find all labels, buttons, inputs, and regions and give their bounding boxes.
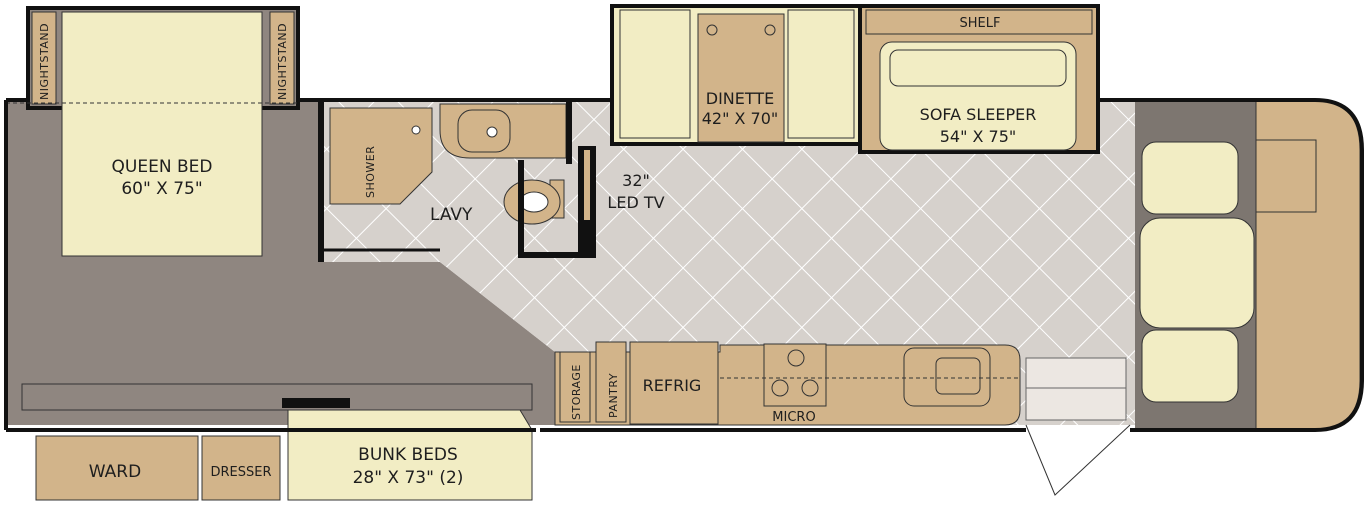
passenger-seat — [1141, 329, 1239, 403]
nightstand-left — [31, 11, 57, 105]
pantry — [595, 341, 627, 423]
tv-size-label: 32" — [622, 171, 650, 190]
lower-cabinet-band — [21, 383, 533, 411]
storage-label: STORAGE — [570, 364, 583, 420]
queen-bed-label: QUEEN BED — [112, 157, 213, 177]
bunk-beds — [287, 409, 533, 501]
sofa-label: SOFA SLEEPER — [920, 105, 1037, 124]
queen-bed-size: 60" X 75" — [121, 179, 202, 199]
tv-label: LED TV — [607, 193, 664, 212]
dinette-size: 42" X 70" — [702, 109, 779, 128]
cooktop — [763, 343, 827, 407]
refrig-label: REFRIG — [643, 376, 702, 395]
shelf — [865, 9, 1093, 35]
exterior-wall — [6, 98, 1364, 432]
dresser — [201, 435, 281, 501]
wardrobe-label: WARD — [89, 462, 141, 482]
nightstand-left-label: NIGHTSTAND — [38, 23, 51, 100]
driver-seat — [1141, 141, 1239, 215]
dresser-label: DRESSER — [210, 465, 271, 480]
queen-bed — [61, 11, 263, 257]
shelf-label: SHELF — [960, 16, 1001, 31]
shower — [329, 107, 433, 205]
kitchen-sink — [903, 347, 991, 407]
micro-label: MICRO — [772, 410, 815, 425]
engine-cover — [1139, 217, 1255, 329]
bunk-beds-label: BUNK BEDS — [358, 445, 458, 465]
shower-label: SHOWER — [364, 146, 377, 198]
nightstand-right-label: NIGHTSTAND — [276, 23, 289, 100]
lavy-label: LAVY — [430, 205, 473, 225]
sofa-size: 54" X 75" — [940, 127, 1017, 146]
bunk-beds-size: 28" X 73" (2) — [353, 468, 464, 488]
refrigerator — [629, 341, 719, 425]
dinette-label: DINETTE — [706, 89, 775, 108]
wardrobe — [35, 435, 199, 501]
storage — [559, 351, 591, 423]
nightstand-right — [269, 11, 295, 105]
pantry-label: PANTRY — [607, 373, 620, 418]
